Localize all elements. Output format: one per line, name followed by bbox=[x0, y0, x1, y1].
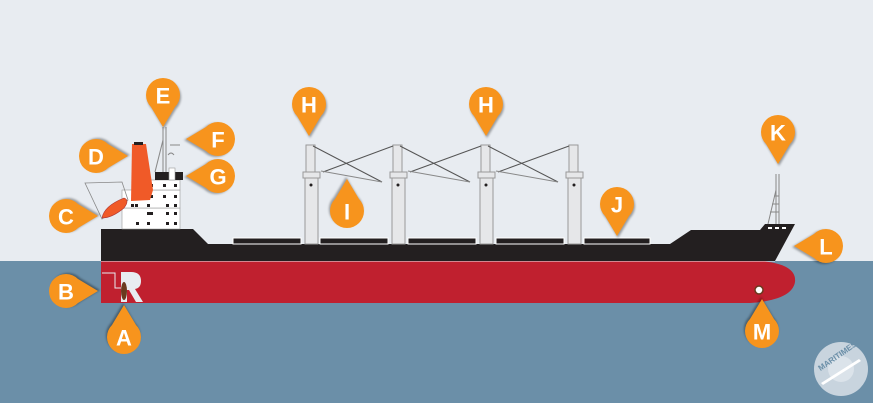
marker-label: A bbox=[116, 326, 132, 351]
cranes bbox=[302, 144, 584, 245]
marker-label: L bbox=[819, 235, 832, 260]
hatch-covers bbox=[232, 237, 651, 245]
marker-h1[interactable]: H bbox=[292, 86, 326, 136]
crane-jib bbox=[487, 145, 570, 183]
marker-a[interactable]: A bbox=[107, 305, 141, 355]
marker-label: D bbox=[88, 145, 104, 170]
marker-pin bbox=[48, 199, 98, 233]
marker-label: G bbox=[209, 165, 226, 190]
marker-label: H bbox=[478, 93, 494, 118]
marker-pin bbox=[107, 305, 141, 355]
marker-d[interactable]: D bbox=[78, 139, 128, 173]
markers: A B C D E FG H H I J K L M bbox=[48, 77, 844, 355]
marker-pin bbox=[600, 186, 634, 236]
propeller bbox=[121, 282, 127, 300]
marker-label: H bbox=[301, 93, 317, 118]
marker-l[interactable]: L bbox=[794, 229, 844, 263]
marker-i[interactable]: I bbox=[330, 179, 364, 229]
marker-k[interactable]: K bbox=[761, 114, 795, 164]
main-deck bbox=[101, 224, 795, 261]
marker-pin bbox=[146, 77, 180, 127]
marker-pin bbox=[186, 122, 236, 156]
marker-pin bbox=[794, 229, 844, 263]
marker-pin bbox=[330, 179, 364, 229]
marker-label: I bbox=[344, 200, 350, 225]
bow-lights bbox=[768, 227, 786, 229]
marker-pin bbox=[469, 86, 503, 136]
mast bbox=[154, 127, 180, 173]
marker-pin bbox=[761, 114, 795, 164]
marker-label: E bbox=[156, 84, 171, 109]
marker-label: K bbox=[770, 121, 786, 146]
rudder bbox=[102, 272, 124, 289]
marker-label: J bbox=[611, 193, 623, 218]
marker-pin bbox=[78, 139, 128, 173]
crane-jib bbox=[399, 145, 482, 183]
crane-post bbox=[477, 144, 496, 245]
marker-h2[interactable]: H bbox=[469, 86, 503, 136]
marker-pin bbox=[48, 274, 98, 308]
marker-e[interactable]: E bbox=[146, 77, 180, 127]
marker-g[interactable]: G bbox=[186, 159, 236, 193]
marker-pin bbox=[292, 86, 326, 136]
marker-b[interactable]: B bbox=[48, 274, 98, 308]
marker-label: C bbox=[58, 205, 74, 230]
marker-j[interactable]: J bbox=[600, 186, 634, 236]
marker-pin bbox=[186, 159, 236, 193]
anchor-hawse bbox=[754, 285, 764, 295]
crane-jib bbox=[312, 145, 394, 183]
crane-post bbox=[389, 144, 408, 245]
marker-label: M bbox=[753, 320, 771, 345]
marker-m[interactable]: M bbox=[745, 299, 779, 349]
crane-post bbox=[302, 144, 321, 245]
crane-post bbox=[565, 144, 584, 245]
marker-c[interactable]: C bbox=[48, 199, 98, 233]
hull bbox=[101, 261, 796, 303]
maritimesa-logo: MARITIMESA bbox=[814, 336, 868, 396]
funnel bbox=[131, 144, 153, 201]
marker-pin bbox=[745, 299, 779, 349]
lifeboat bbox=[84, 181, 129, 220]
marker-label: B bbox=[58, 280, 74, 305]
marker-label: F bbox=[211, 128, 224, 153]
marker-f[interactable]: F bbox=[186, 122, 236, 156]
foremast bbox=[767, 174, 780, 225]
